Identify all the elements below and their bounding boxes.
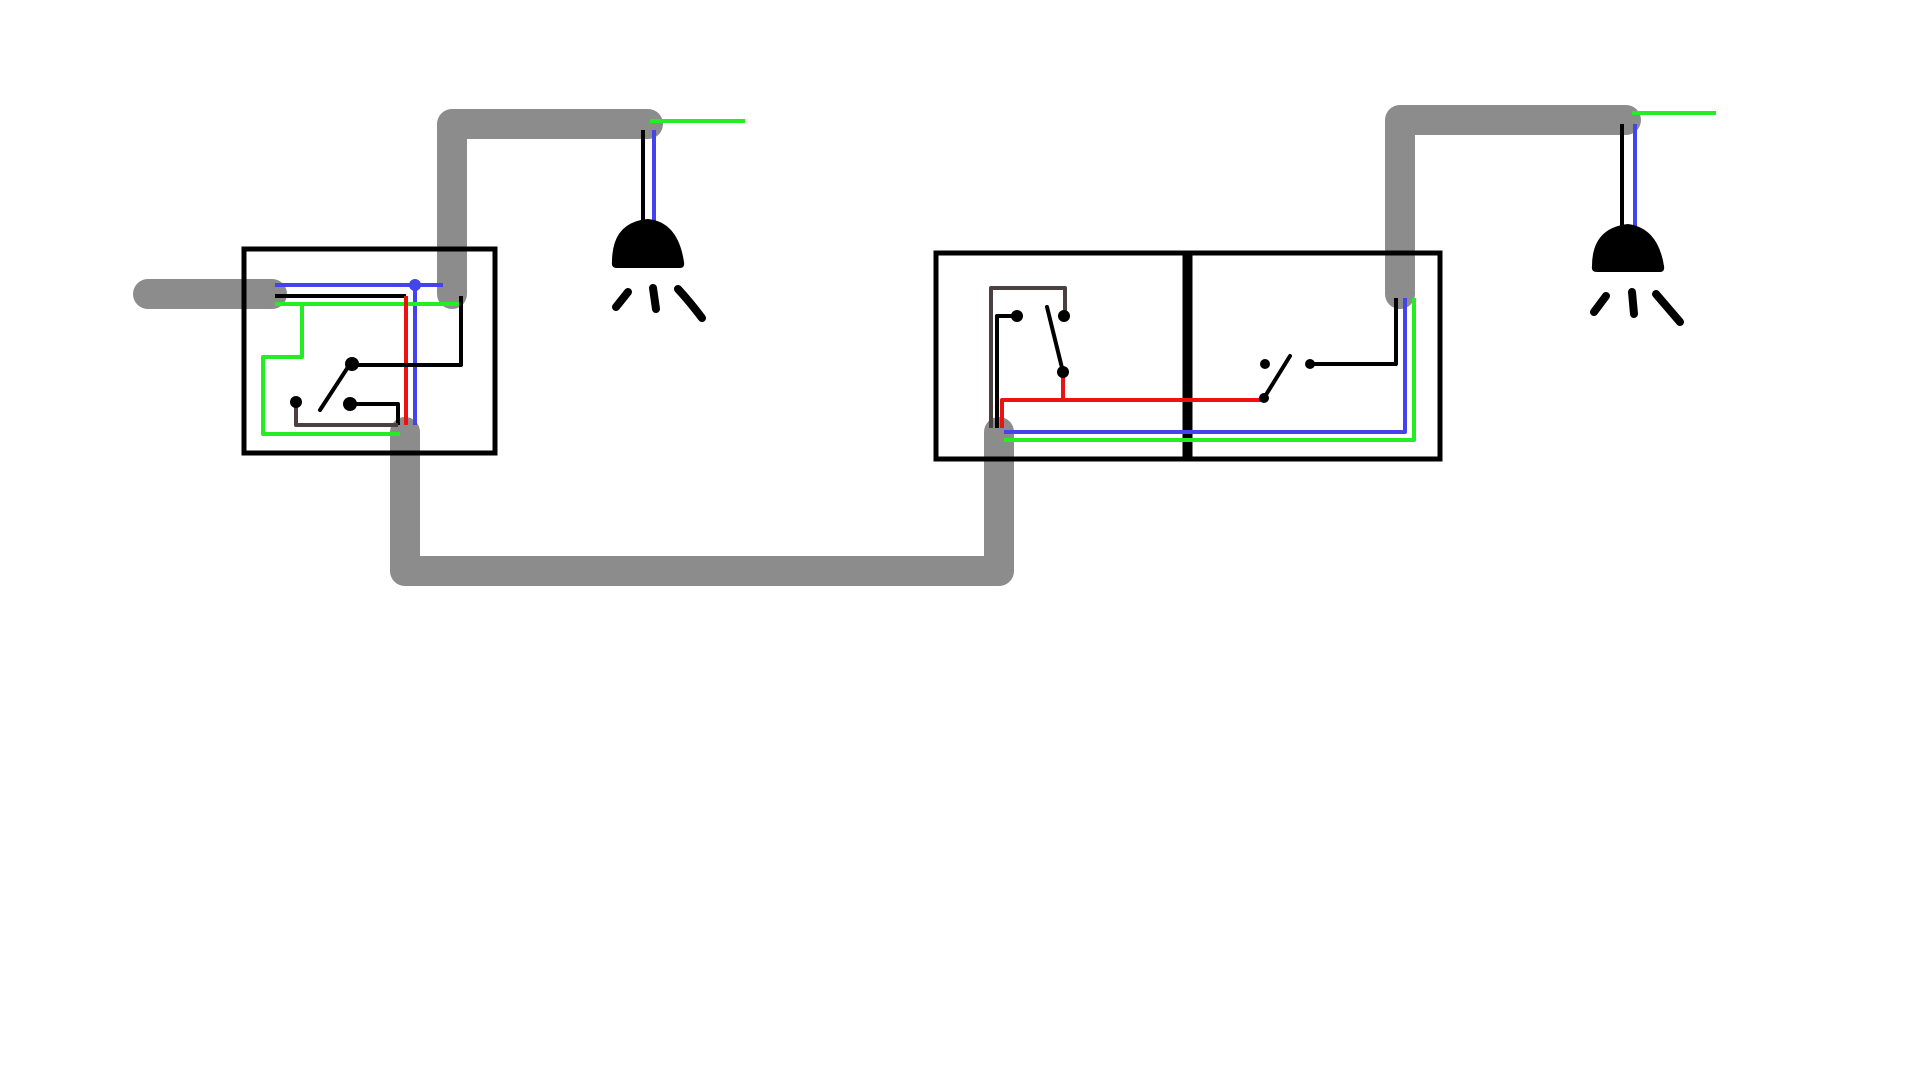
lamp-right-ray-2 (1628, 288, 1638, 318)
conduit-between-boxes (390, 417, 1014, 586)
left-box-wiring (261, 283, 463, 436)
wire-gray-left-lower (294, 404, 398, 427)
switch-boxes (241, 246, 1443, 462)
switch-contact-right-a (1260, 359, 1270, 369)
junction-blue-left (409, 279, 421, 291)
switch-contact-left-b (343, 397, 357, 411)
wire-black-right-box (1310, 298, 1398, 366)
switch-box-right (1187, 250, 1443, 462)
switch-box-middle (933, 250, 1188, 462)
lamp-left-shade-icon (611, 219, 685, 268)
switch-lever-middle (1045, 305, 1065, 374)
lamp-right-shade-icon (1591, 224, 1665, 272)
wire-black-left-lower (350, 402, 400, 425)
left-switch-symbol (290, 279, 421, 412)
lamp-left (611, 119, 745, 322)
lamp-left-ray-3 (674, 285, 706, 322)
lamp-left-ray-2 (649, 284, 660, 313)
switch-contact-left-a (290, 396, 302, 408)
switch-pivot-left-top (345, 357, 359, 371)
wire-green-loop-left (261, 304, 400, 436)
switch-contact-right-b (1305, 359, 1315, 369)
wire-gray-middle (989, 286, 1067, 428)
switch-lever-right (1262, 354, 1292, 400)
wire-green-middle (1004, 298, 1416, 442)
lamp-right (1590, 111, 1716, 326)
middle-switch-symbol (1011, 305, 1070, 378)
lamp-right-ray-1 (1590, 292, 1610, 316)
wire-black-left-vertical (357, 296, 463, 367)
conduits (133, 105, 1641, 586)
conduit-to-right-lamp (1385, 105, 1641, 309)
wire-blue-middle (1004, 298, 1407, 434)
switch-box-left (241, 246, 498, 456)
switch-pivot-middle (1057, 366, 1069, 378)
middle-box-wiring (989, 286, 1416, 442)
switch-lever-left (318, 362, 352, 412)
wire-red-middle (1000, 398, 1262, 428)
wire-black-middle (995, 314, 1017, 428)
right-switch-symbol (1259, 354, 1315, 403)
switch-contact-middle-a (1011, 310, 1023, 322)
lamp-left-ray-1 (612, 288, 632, 311)
switch-pivot-right (1259, 393, 1269, 403)
switch-contact-middle-b (1058, 310, 1070, 322)
conduit-to-left-lamp (437, 109, 663, 309)
lamp-right-ray-3 (1652, 290, 1684, 326)
